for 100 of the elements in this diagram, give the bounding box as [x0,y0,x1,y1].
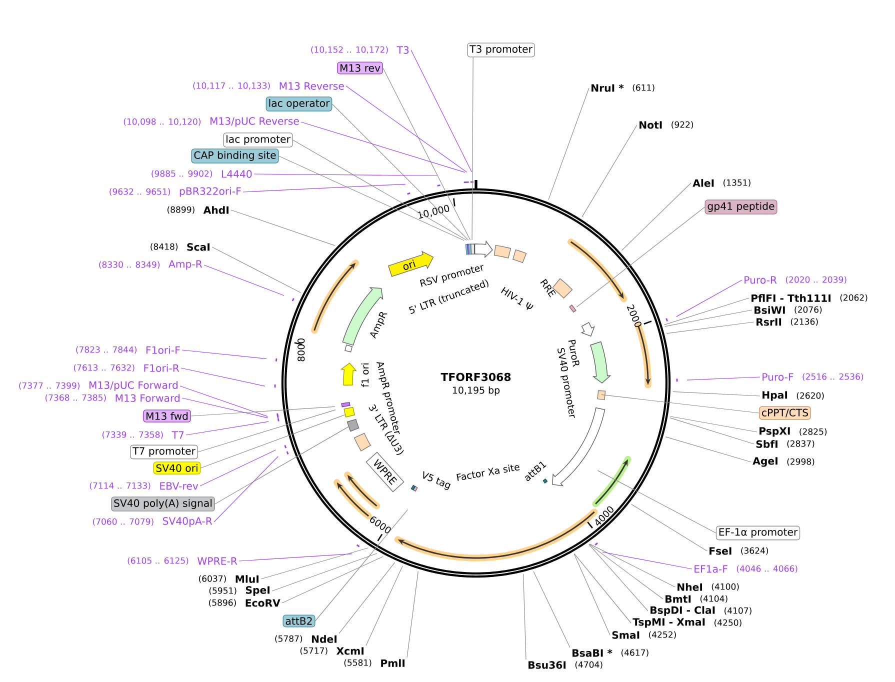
enzyme-label: MluI [236,575,258,583]
leader-line [180,386,268,417]
position-label: (10,152 .. 10,172) [311,46,388,54]
feature-box: cPPT/CTS [759,406,812,420]
position-label: (5896) [209,599,236,607]
enzyme-label: BsaBI * [572,649,612,657]
primer-label: M13/pUC Forward [89,381,178,391]
primer-label: pBR322ori-F [180,187,241,197]
position-label: (922) [672,121,694,129]
leader-line [582,124,638,218]
position-label: (7114 .. 7133) [90,482,150,490]
leader-line [314,509,408,622]
leader-line [686,376,760,380]
leader-line [574,553,632,624]
primer-label: L4440 [222,170,252,178]
primer-label: EF1a-F [694,565,728,573]
leader-line [278,156,464,241]
leader-line [332,104,469,240]
leader-line [338,562,396,634]
leader-line [200,450,276,486]
leader-line [601,394,760,414]
feature-box: lac operator [266,96,332,112]
position-label: (5951) [209,587,236,595]
position-label: (4250) [714,619,742,627]
map-label: V5 tag [423,471,451,490]
primer-label: M13/pUC Reverse [210,117,299,127]
position-label: (611) [632,84,654,92]
enzyme-label: BmtI [666,595,691,603]
leader-line [212,246,302,294]
leader-line [272,553,378,592]
feature-box: attB2 [282,614,316,628]
position-label: (10,098 .. 10,120) [124,118,201,126]
enzyme-label: SbfI [756,440,778,448]
enzyme-label: BspDI - ClaI [650,606,715,616]
leader-line [198,410,336,452]
enzyme-label: HpaI [762,391,788,401]
enzyme-label: PspXI [760,427,790,437]
enzyme-label: NdeI [312,635,336,643]
enzyme-label: AhdI [203,206,228,214]
primer-label: F1ori-F [146,346,180,354]
leader-line [260,548,368,580]
enzyme-label: NruI * [592,84,624,92]
primer-label: SV40pA-R [162,517,212,527]
position-label: (2516 .. 2536) [802,373,864,381]
position-label: (7368 .. 7385) [45,394,106,402]
enzyme-label: AleI [692,179,714,187]
enzyme-label: EcoRV [246,599,280,607]
position-label: (8418) [150,243,178,251]
leader-line [382,68,471,240]
leader-line [292,140,468,241]
position-label: (4617) [621,649,648,657]
map-label: PuroR [568,340,580,367]
leader-line [676,280,742,317]
leader-line [406,571,418,658]
enzyme-label: TspMI - XmaI [632,618,705,628]
feature-box: M13 rev [337,62,383,74]
leader-line [410,50,472,172]
leader-line [230,210,336,246]
primer-label: Puro-F [762,373,794,381]
leader-line [186,421,269,436]
leader-line [242,184,406,192]
primer-label: M13 Forward [116,394,180,402]
feature-box: gp41 peptide [704,200,778,214]
enzyme-label: SmaI [612,631,640,639]
position-label: (7377 .. 7399) [19,382,80,390]
position-label: (1351) [724,179,750,187]
position-label: (5787) [275,635,302,643]
position-label: (8899) [167,206,194,214]
primer-label: EBV-rev [160,482,198,490]
leader-line [300,122,466,173]
enzyme-label: FseI [710,547,732,555]
primer-label: T3 [396,46,409,54]
position-label: (2837) [787,440,814,448]
leader-line [588,544,648,612]
position-label: (2136) [790,318,818,326]
leader-line [182,350,267,360]
position-label: (2062) [840,294,868,302]
primer-label: WPRE-R [197,557,238,565]
leader-line [200,414,346,468]
leader-line [666,322,754,334]
map-label: 8000 [298,338,305,362]
position-label: (4704) [575,661,602,669]
leader-line [533,571,570,648]
primer-label: M13 Reverse [280,82,344,90]
leader-line [204,264,284,296]
enzyme-label: PmlI [381,659,404,667]
feature-box: SV40 ori [153,462,201,474]
leader-line [665,436,752,462]
feature-box: CAP binding site [191,148,279,164]
enzyme-label: BsiWI [754,306,785,314]
leader-line [589,544,676,588]
feature-box: SV40 poly(A) signal [111,496,215,512]
leader-line [214,426,349,504]
leader-line [670,416,758,432]
enzyme-label: PflFI - Tth111I [752,294,830,302]
position-label: (2620) [796,392,824,400]
leader-line [254,174,438,176]
primer-label: F1ori-R [144,364,180,372]
leader-line [631,504,708,552]
leader-line [282,556,384,604]
